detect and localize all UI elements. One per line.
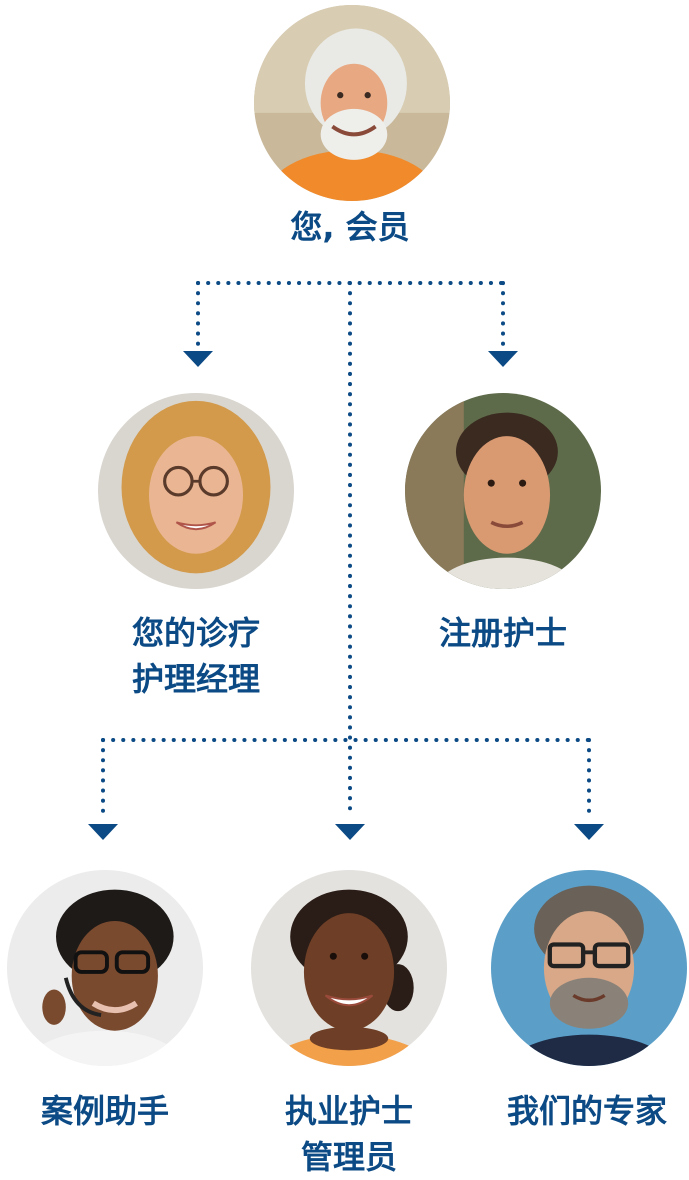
member-label: 您, 会员 [220,204,480,250]
registered-nurse-label: 注册护士 [393,610,613,656]
member-avatar [254,5,450,201]
bearded-man-glasses-photo [491,870,687,1066]
woman-with-glasses-photo [98,393,294,589]
our-experts-label-text: 我们的专家 [506,1092,667,1130]
case-assistant-label: 案例助手 [0,1088,210,1134]
woman-with-headset-photo [7,870,203,1066]
care-manager-label-line1: 您的诊疗 [131,614,260,652]
nurse-practitioner-label-line2: 管理员 [300,1138,397,1176]
our-experts-avatar [491,870,687,1066]
case-assistant-avatar [7,870,203,1066]
nurse-practitioner-label-line1: 执业护士 [284,1092,413,1130]
care-manager-avatar [98,393,294,589]
nurse-practitioner-avatar [251,870,447,1066]
case-assistant-label-text: 案例助手 [40,1092,169,1130]
elderly-man-photo [254,5,450,201]
smiling-woman-photo [251,870,447,1066]
member-label-text: 您, 会员 [290,208,410,246]
registered-nurse-avatar [405,393,601,589]
care-manager-label-line2: 护理经理 [131,660,260,698]
arrow-down-icon [335,824,365,840]
registered-nurse-label-text: 注册护士 [438,614,567,652]
young-man-photo [405,393,601,589]
arrow-down-icon [574,824,604,840]
arrow-down-icon [88,824,118,840]
nurse-practitioner-label: 执业护士 管理员 [238,1088,460,1180]
arrow-down-icon [488,351,518,367]
care-manager-label: 您的诊疗 护理经理 [80,610,312,702]
arrow-down-icon [183,351,213,367]
our-experts-label: 我们的专家 [485,1088,689,1134]
